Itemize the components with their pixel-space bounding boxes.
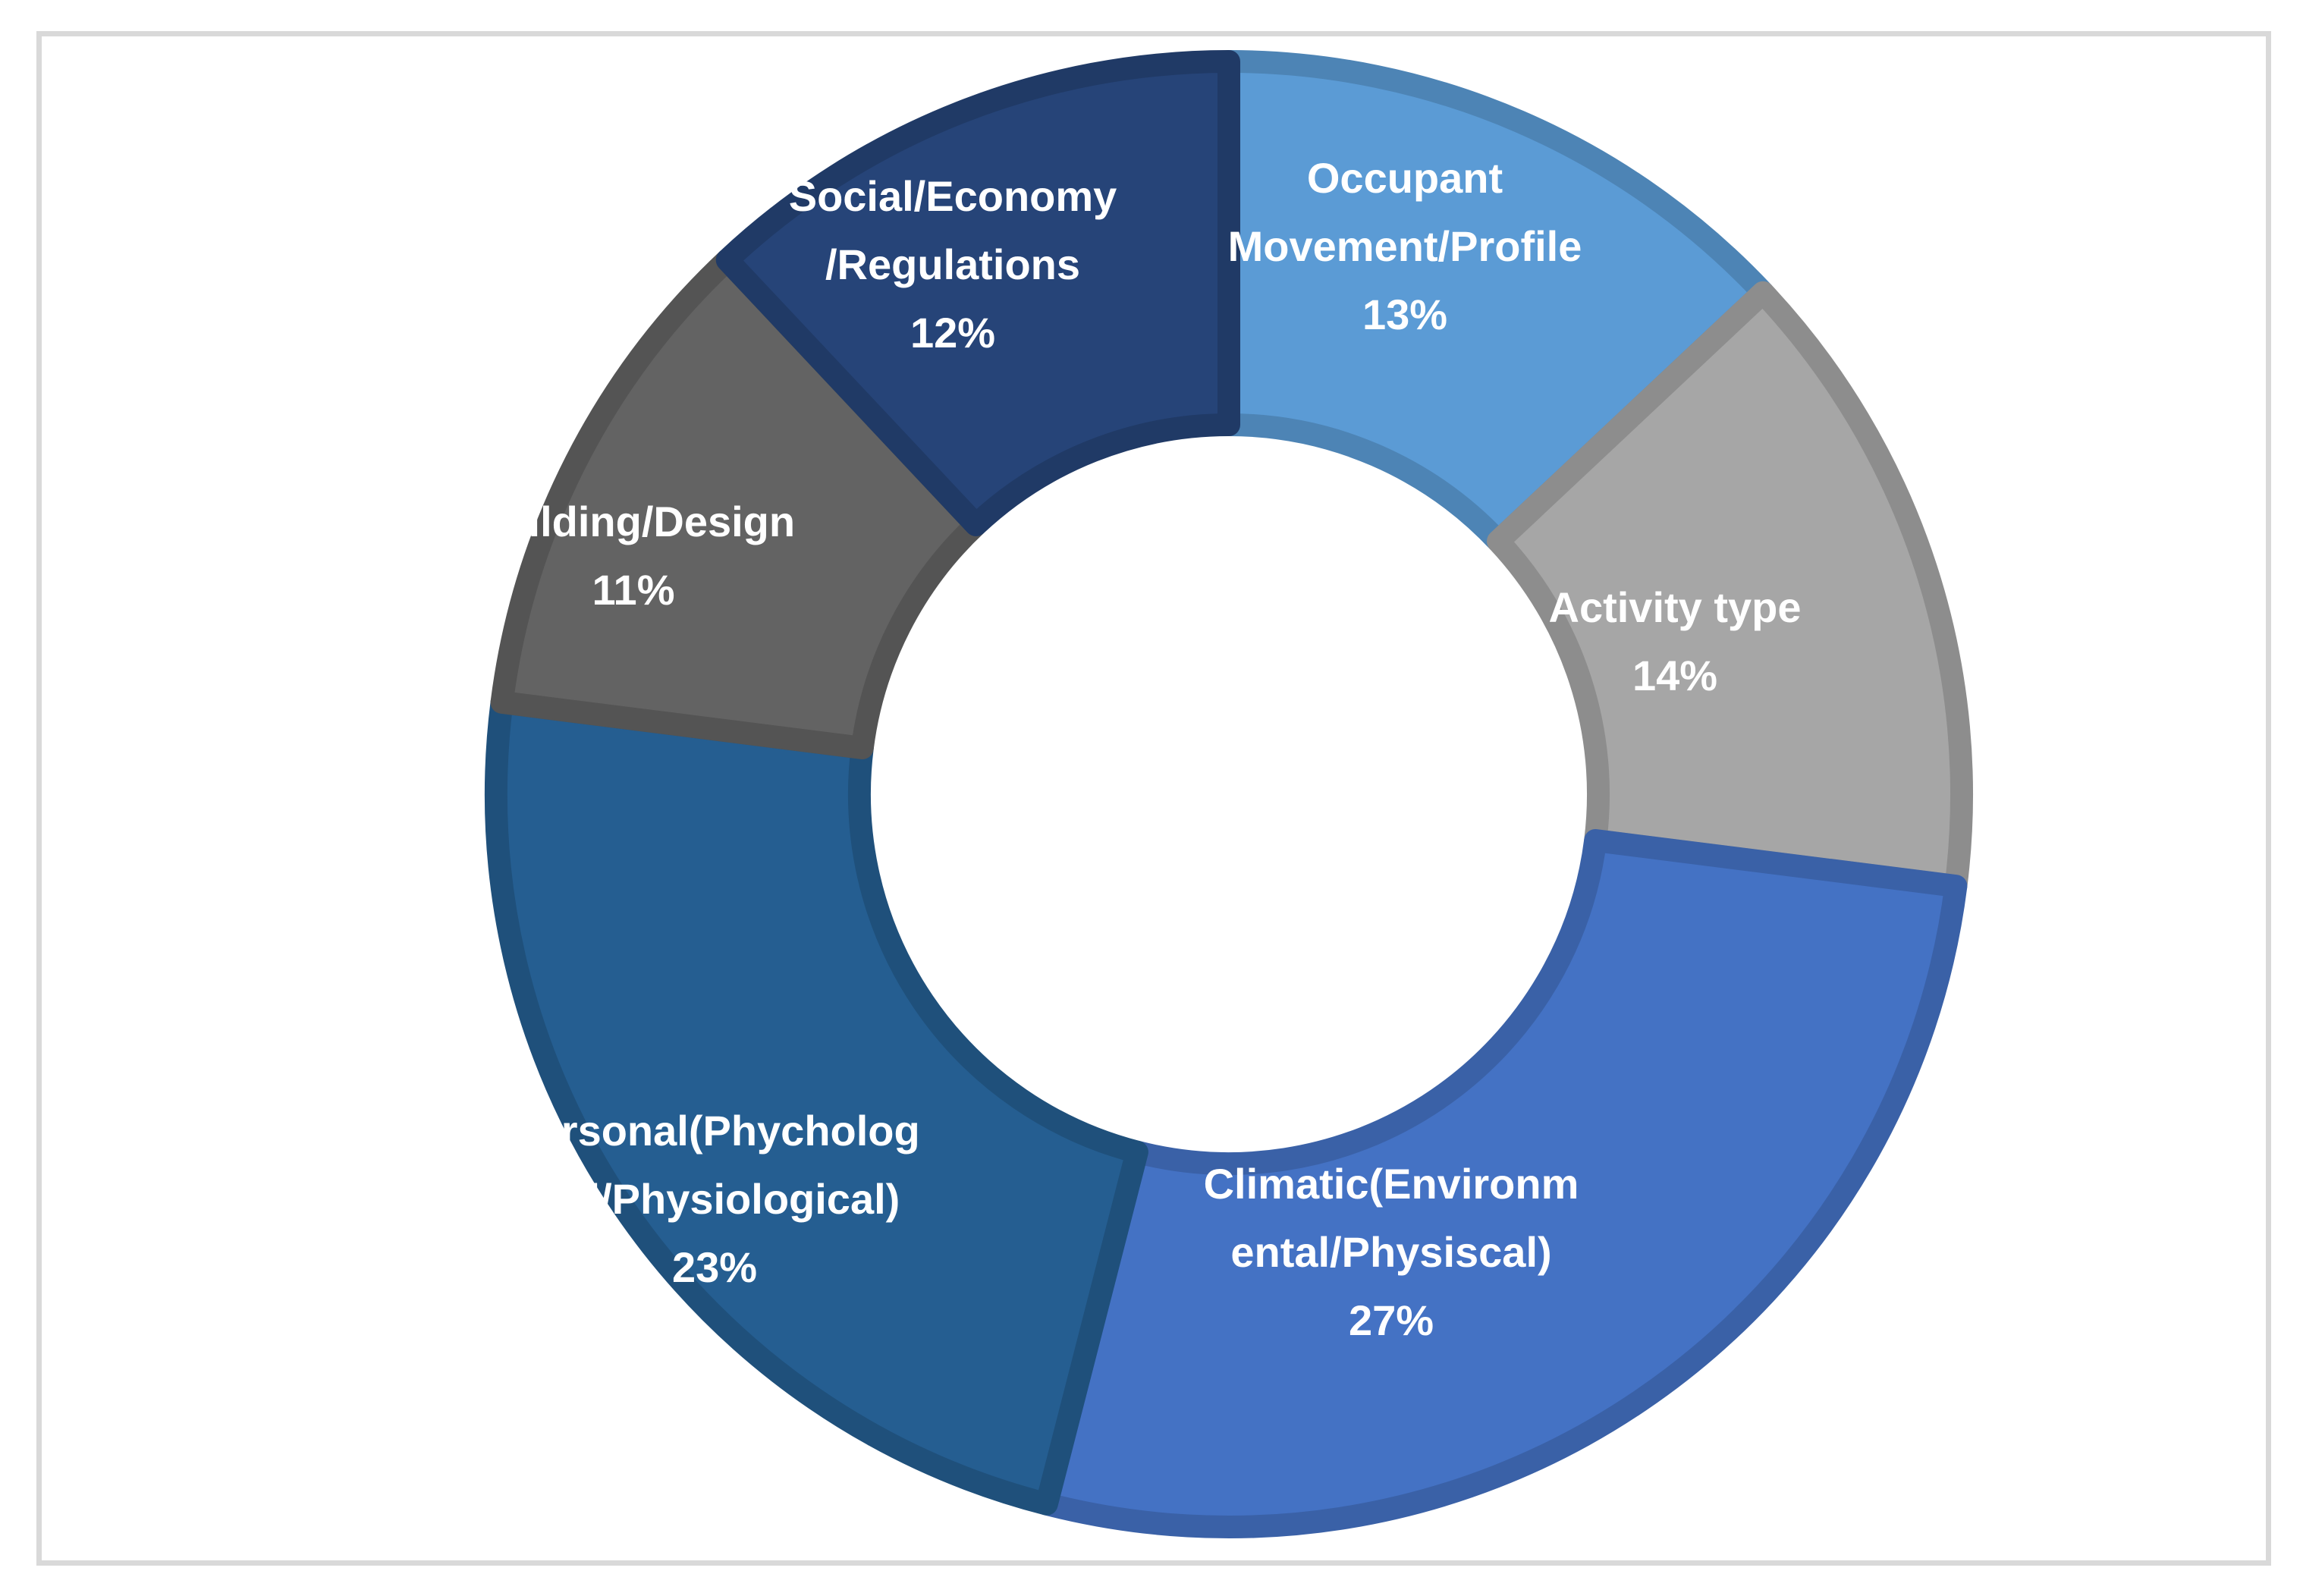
slice-social-economy-regulations <box>715 50 1240 536</box>
slice-building-design <box>490 248 988 759</box>
slice-climatic-environmental-physiscal <box>1035 829 1968 1538</box>
slice-occupant-movement-profile <box>1217 50 1775 553</box>
slice-activity-type <box>1487 281 1973 898</box>
figure-border <box>36 31 2271 1566</box>
slice-personal-phychological-physiological <box>485 690 1148 1516</box>
